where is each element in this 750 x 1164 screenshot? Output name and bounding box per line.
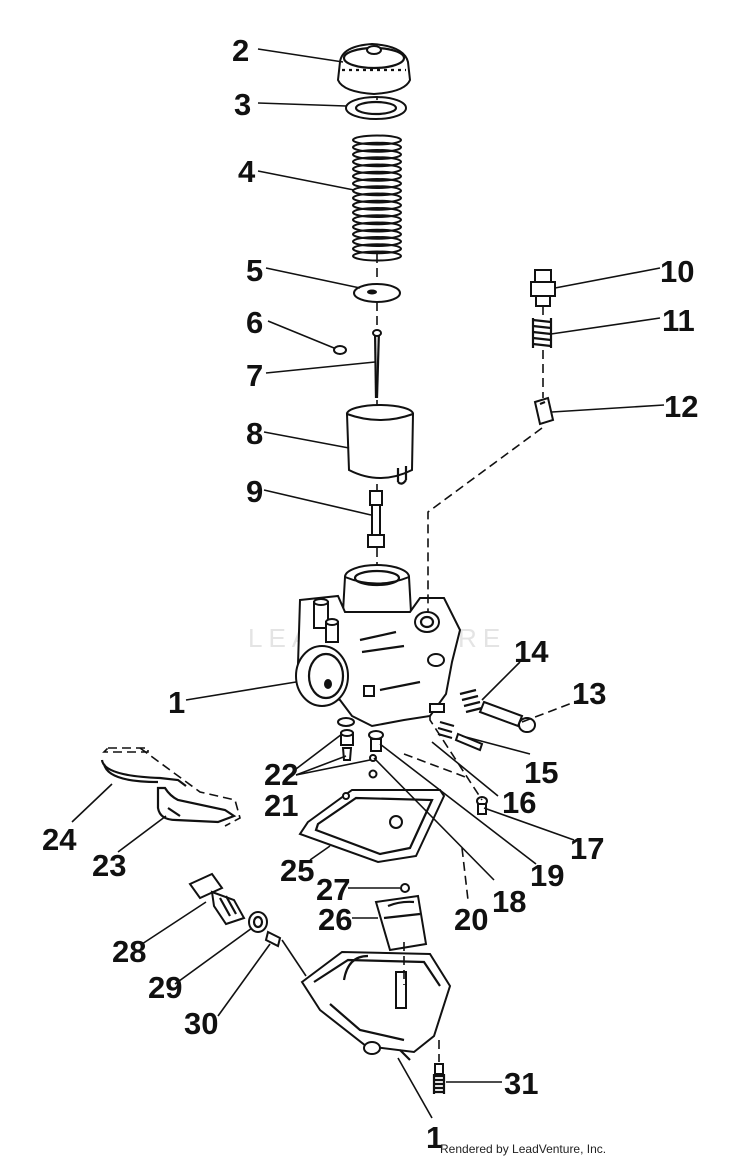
part-drain-screw	[432, 1063, 446, 1094]
callout-1-top: 1	[168, 685, 185, 720]
callout-31: 31	[504, 1066, 538, 1101]
callout-18: 18	[492, 884, 526, 919]
callout-13: 13	[572, 676, 606, 711]
spring-coil	[352, 214, 402, 226]
callout-25: 25	[280, 853, 314, 888]
callout-19: 19	[530, 858, 564, 893]
callout-27: 27	[316, 872, 350, 907]
part-float-bowl	[300, 950, 452, 1061]
part-plunger	[533, 396, 555, 426]
spring-coil	[352, 221, 402, 233]
part-nozzle	[264, 930, 282, 948]
callout-28: 28	[112, 934, 146, 969]
part-idle-screw-assembly	[459, 688, 536, 733]
part-adjuster-screw	[530, 269, 556, 307]
callout-24: 24	[42, 822, 77, 857]
callout-12: 12	[664, 389, 698, 424]
part-clip	[333, 345, 347, 355]
callout-10: 10	[660, 254, 694, 289]
callout-3: 3	[234, 87, 251, 122]
callout-26: 26	[318, 902, 352, 937]
part-needle	[372, 329, 382, 399]
callout-labels: 2 3 4 5 6 7 8 9 10 11 12 14 13 1 22 21 1…	[42, 33, 698, 1155]
callout-15: 15	[524, 755, 558, 790]
callout-5: 5	[246, 253, 263, 288]
spring-coil	[352, 170, 402, 182]
callout-14: 14	[514, 634, 549, 669]
callout-20: 20	[454, 902, 488, 937]
callout-1-bottom: 1	[426, 1120, 443, 1155]
spring-coil	[352, 185, 402, 197]
spring-coil	[352, 207, 402, 218]
part-pilot-screw	[437, 720, 484, 752]
part-washer-small	[248, 911, 268, 933]
callout-9: 9	[246, 474, 263, 509]
part-ball	[400, 883, 410, 893]
part-float	[374, 894, 428, 952]
part-cap	[336, 42, 412, 96]
part-gasket	[298, 789, 446, 864]
part-washer	[345, 96, 407, 120]
credit-text: Rendered by LeadVenture, Inc.	[440, 1142, 606, 1156]
spring-coil	[352, 163, 402, 175]
spring-coil	[352, 243, 402, 255]
spring-coil	[352, 228, 402, 240]
callout-2: 2	[232, 33, 249, 68]
spring-coil	[352, 141, 402, 153]
part-vent-tubes	[100, 747, 241, 827]
part-jets	[337, 717, 384, 779]
spring-coil	[352, 149, 402, 160]
part-drain-bolt	[188, 872, 246, 926]
callout-17: 17	[570, 831, 604, 866]
spring-coil	[352, 192, 402, 204]
callout-7: 7	[246, 358, 263, 393]
spring-coil	[352, 134, 402, 146]
part-needle-jet	[367, 490, 385, 548]
part-plate	[353, 283, 401, 303]
callout-29: 29	[148, 970, 182, 1005]
callout-16: 16	[502, 785, 536, 820]
assembly-lines	[376, 96, 581, 1062]
callout-4: 4	[238, 154, 256, 189]
part-small-screw	[476, 796, 488, 815]
callout-11: 11	[662, 303, 695, 338]
callout-23: 23	[92, 848, 126, 883]
callout-22: 22	[264, 757, 298, 792]
part-small-spring	[531, 318, 553, 348]
spring-coil	[352, 178, 402, 189]
callout-8: 8	[246, 416, 263, 451]
part-spring	[352, 134, 402, 262]
part-carburetor-body	[295, 564, 462, 728]
spring-coil	[352, 199, 402, 211]
callout-30: 30	[184, 1006, 218, 1041]
leader-lines	[71, 48, 665, 1119]
part-slide	[345, 404, 415, 485]
callout-21: 21	[264, 788, 298, 823]
spring-coil	[352, 236, 402, 247]
callout-6: 6	[246, 305, 263, 340]
spring-coil	[352, 156, 402, 168]
